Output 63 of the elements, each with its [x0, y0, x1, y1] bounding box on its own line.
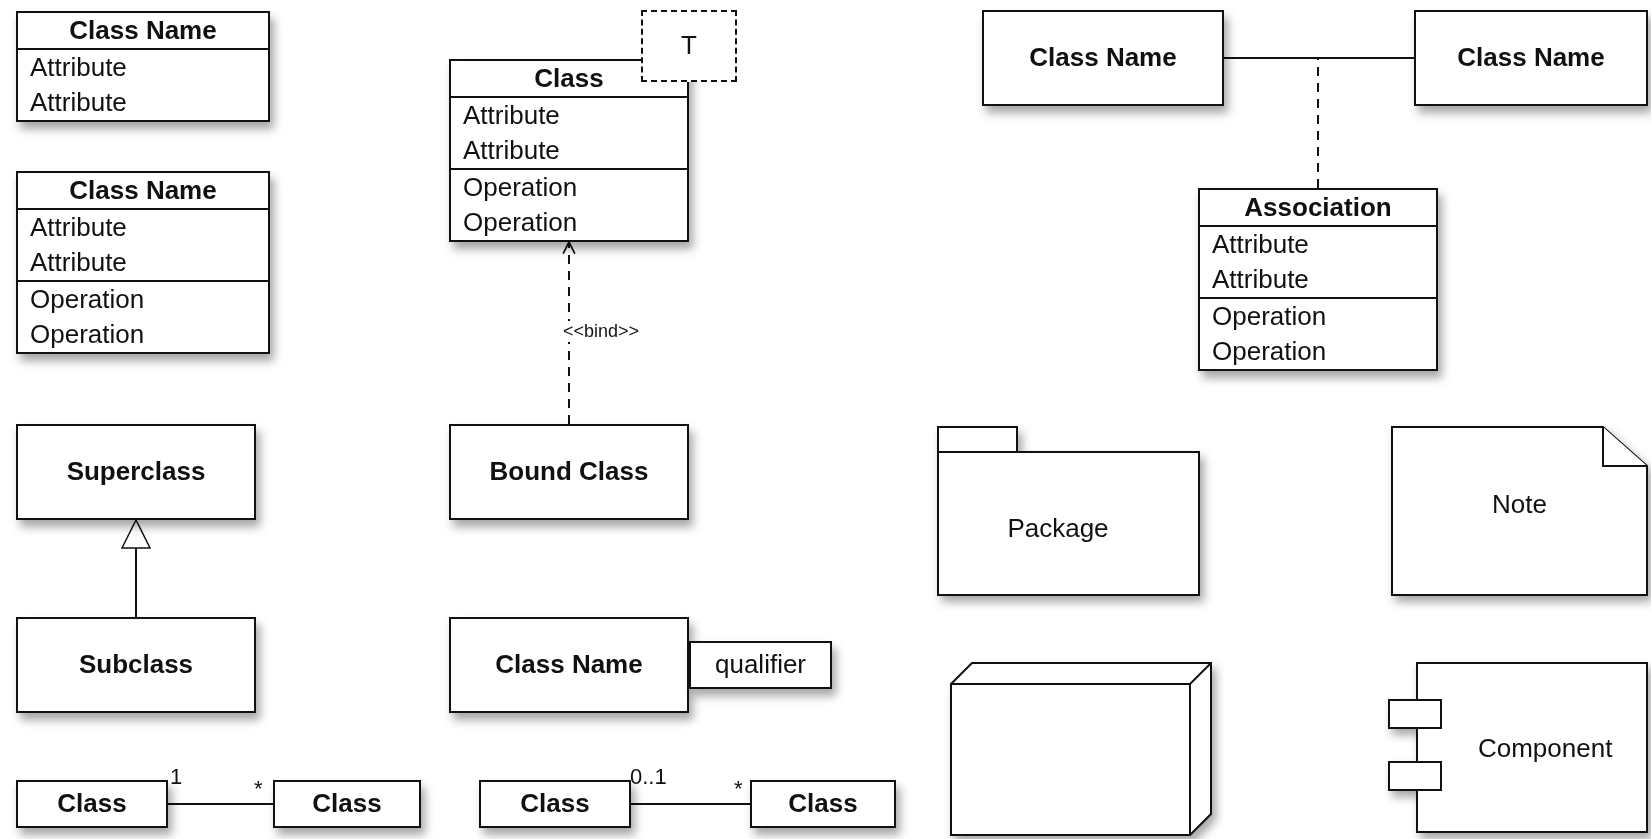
multiplicity-label: *: [254, 776, 263, 802]
class-box: [750, 780, 896, 828]
multiplicity-label: 1: [170, 764, 183, 790]
multiplicity-label: 0..1: [630, 764, 667, 790]
connector-line: [167, 803, 274, 805]
shape-label: Component: [1478, 732, 1613, 763]
connector-line: [1317, 57, 1319, 189]
member-text: Operation: [29, 283, 146, 317]
template-parameter-box: [641, 10, 737, 82]
class-name: Class Name: [1456, 42, 1606, 74]
member-text: Operation: [462, 171, 579, 205]
class-box: [1198, 188, 1438, 372]
generalization-arrow: [121, 519, 151, 618]
component-shape: [1391, 662, 1648, 833]
class-box: [1414, 10, 1648, 106]
member-text: Attribute: [29, 51, 128, 85]
note-shape: [1391, 426, 1648, 596]
multiplicity-label: *: [734, 776, 743, 802]
class-box: [16, 424, 256, 520]
class-name: Class: [56, 788, 128, 820]
class-box: [449, 424, 689, 520]
class-name: Class: [519, 788, 591, 820]
member-text: Attribute: [29, 211, 128, 245]
class-box: [689, 641, 832, 689]
class-box: [16, 780, 168, 828]
member-text: Attribute: [462, 99, 561, 133]
class-name: Class Name: [494, 649, 644, 681]
member-text: Operation: [29, 318, 146, 352]
connector-line: [630, 803, 751, 805]
shape-label: Package: [1007, 512, 1109, 544]
member-text: Attribute: [1211, 263, 1310, 297]
class-box: [273, 780, 421, 828]
member-text: Operation: [1211, 335, 1328, 369]
class-name: Class Name: [18, 173, 268, 211]
member-text: Attribute: [29, 246, 128, 280]
class-box: [449, 617, 689, 713]
member-text: Attribute: [462, 134, 561, 168]
package-shape: [937, 426, 1200, 596]
member-text: Attribute: [1211, 228, 1310, 262]
connector-line: [1223, 57, 1415, 59]
class-box: [16, 617, 256, 713]
class-box: [449, 59, 689, 243]
class-name: Bound Class: [488, 456, 650, 488]
class-name: Class: [787, 788, 859, 820]
class-name: Class: [311, 788, 383, 820]
member-text: Attribute: [29, 86, 128, 120]
class-box: [16, 11, 270, 123]
member-text: Operation: [462, 206, 579, 240]
cube-shape: [950, 662, 1212, 836]
dependency-arrow: [562, 241, 576, 425]
box-label: qualifier: [713, 649, 808, 681]
box-label: T: [680, 30, 698, 62]
shape-label: Note: [1492, 488, 1547, 520]
class-name: Association: [1200, 190, 1436, 228]
class-name: Subclass: [77, 649, 195, 681]
class-name: Class Name: [18, 13, 268, 51]
class-box: [16, 171, 270, 355]
class-name: Superclass: [65, 456, 207, 488]
class-box: [479, 780, 631, 828]
edge-label: <<bind>>: [561, 321, 642, 342]
class-box: [982, 10, 1224, 106]
member-text: Operation: [1211, 300, 1328, 334]
class-name: Class Name: [1028, 42, 1178, 74]
